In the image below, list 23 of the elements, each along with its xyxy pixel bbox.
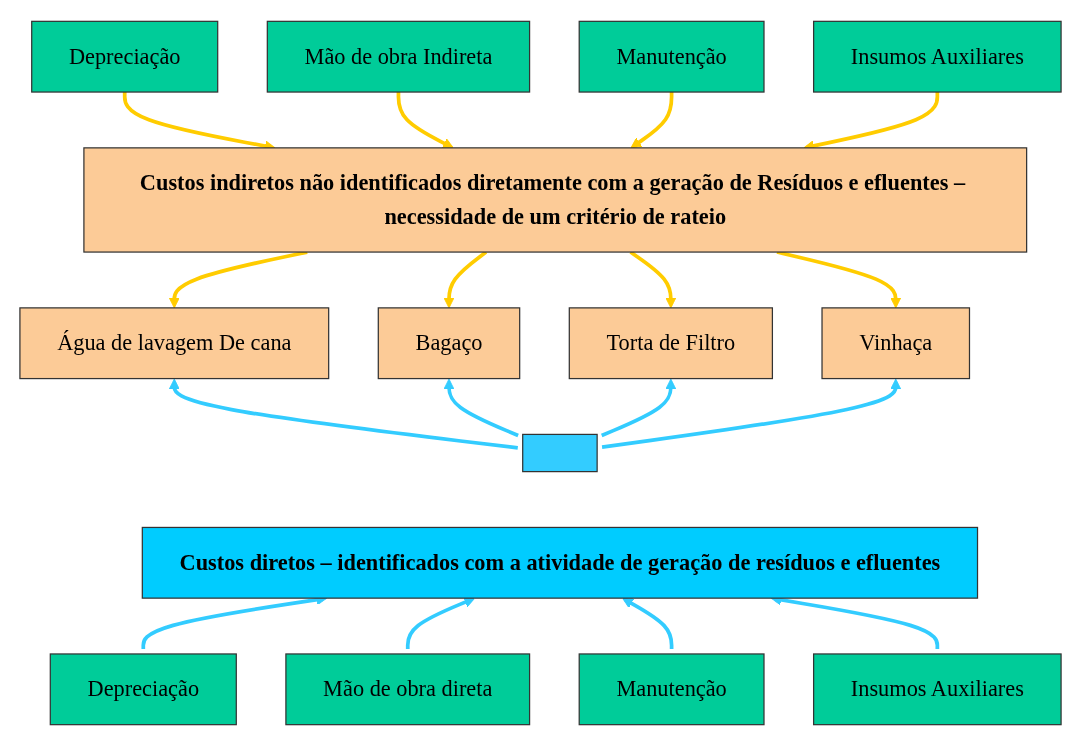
node-box: Depreciação (31, 20, 219, 93)
node-box: Manutenção (578, 653, 765, 726)
arrow (601, 378, 902, 449)
node-box: Mão de obra direta (285, 653, 531, 726)
node-box: Manutenção (578, 20, 765, 93)
node-box: Bagaço (377, 307, 521, 380)
node-box: Mão de obra Indireta (266, 20, 531, 93)
node-box: Depreciação (49, 653, 237, 726)
arrow (168, 378, 518, 450)
arrow (405, 597, 475, 649)
arrow (443, 378, 519, 438)
node-box: Insumos Auxiliares (813, 20, 1062, 93)
node-box: Custos diretos – identificados com a atividade de geração de resíduos e efluentes (141, 526, 979, 599)
node-bar (522, 433, 598, 473)
node-box: Insumos Auxiliares (813, 653, 1062, 726)
arrow (601, 378, 677, 438)
node-box: Água de lavagem De cana (19, 307, 330, 380)
node-box: Vinhaça (821, 307, 971, 380)
arrow (396, 92, 454, 149)
arrow (622, 597, 674, 649)
node-box: Custos indiretos não identificados diretamente com a geração de Resíduos e efluentes – necessidade de um critério de rateio (83, 147, 1028, 253)
arrow (630, 92, 674, 149)
node-box: Torta de Filtro (568, 307, 773, 380)
